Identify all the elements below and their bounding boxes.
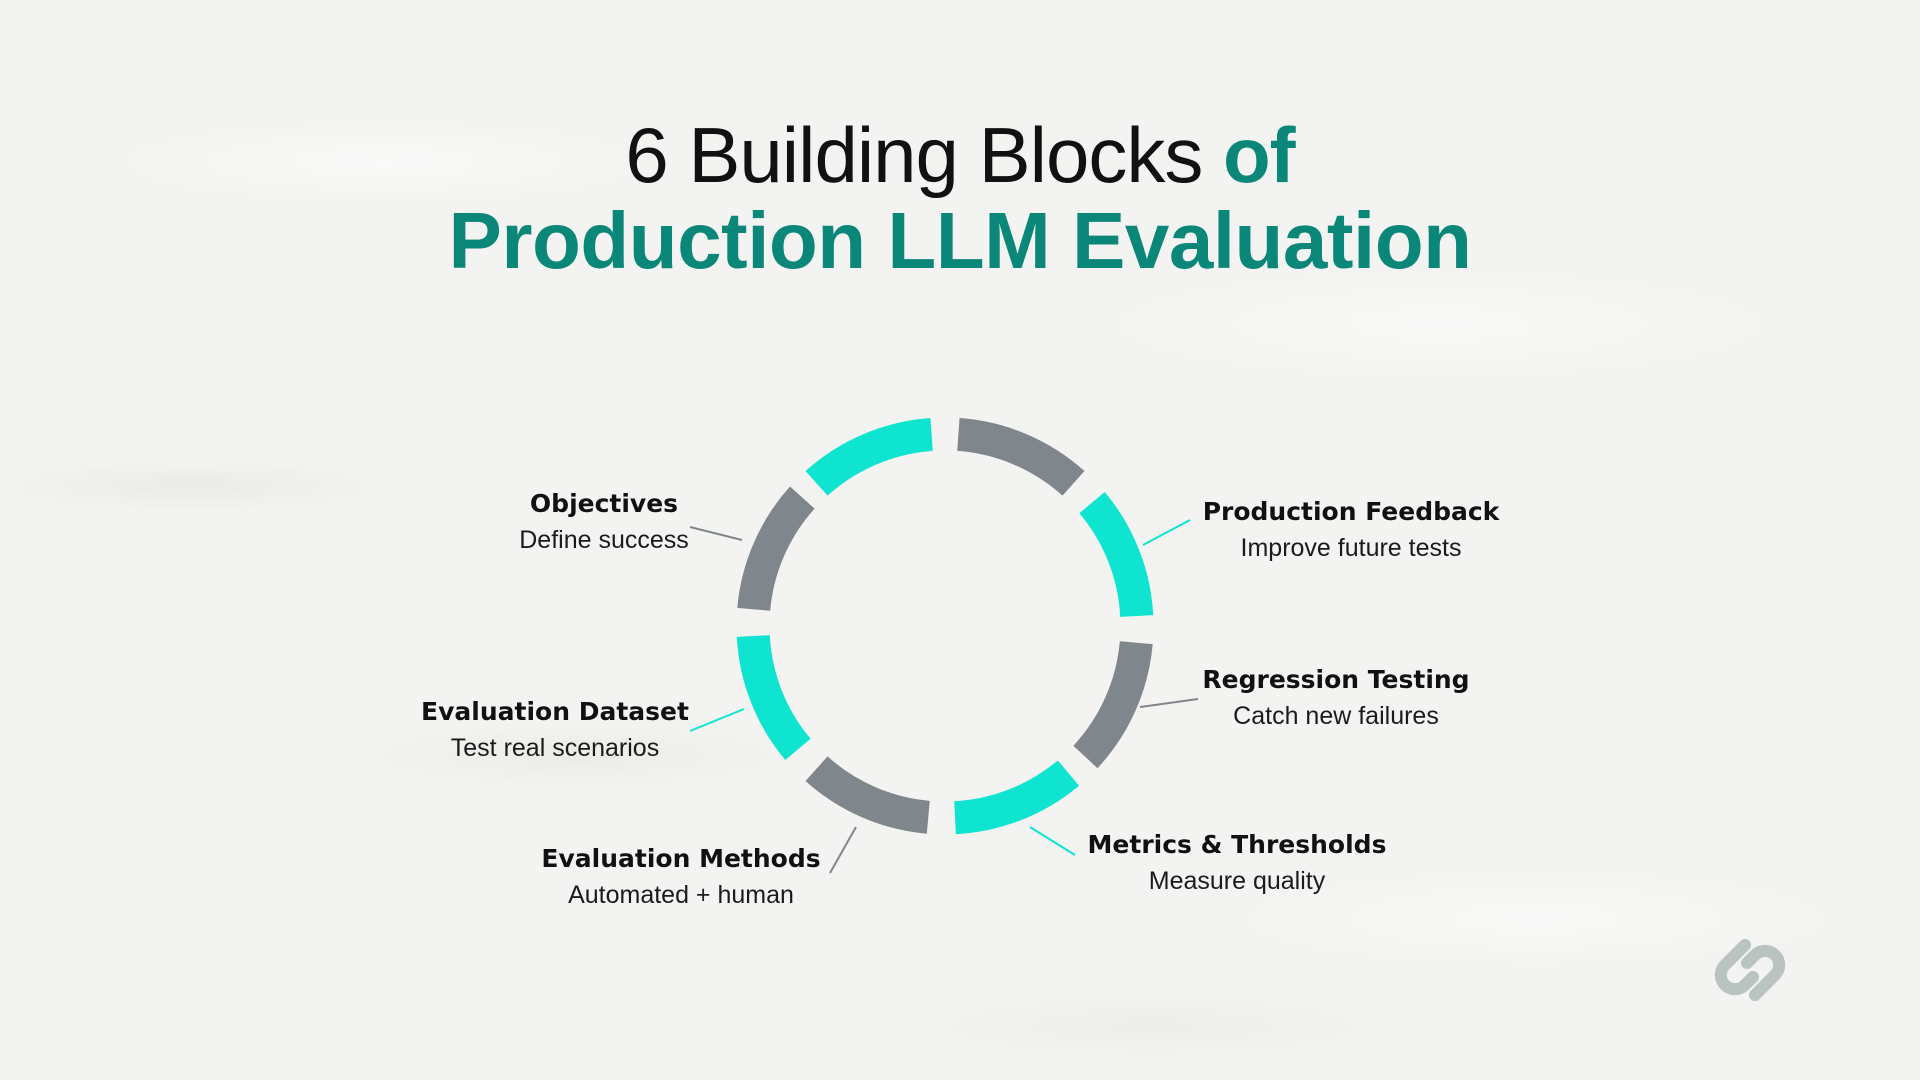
block-name: Production Feedback: [1202, 497, 1500, 526]
title-line-2: Production LLM Evaluation: [448, 196, 1472, 285]
ring-segment: [736, 634, 811, 761]
link-chain-icon: [1714, 939, 1786, 1001]
ring-segment: [805, 756, 931, 834]
block-name: Evaluation Dataset: [421, 697, 689, 726]
ring-segment: [1079, 491, 1154, 618]
ring-segment: [953, 760, 1080, 835]
leader-line-evaluation-dataset: [689, 708, 745, 732]
leader-line-production-feedback: [1142, 519, 1191, 546]
leader-line-regression-testing: [1139, 698, 1199, 708]
block-regression-testing: Regression Testing Catch new failures: [1186, 662, 1486, 734]
page-title: 6 Building Blocks of Production LLM Eval…: [0, 112, 1920, 284]
title-prefix: 6 Building Blocks: [625, 111, 1203, 199]
block-name: Metrics & Thresholds: [1087, 830, 1387, 859]
leader-line-objectives: [689, 526, 743, 541]
ring-segments: [736, 418, 1154, 835]
leader-line-evaluation-methods: [829, 826, 857, 874]
block-description: Automated + human: [568, 881, 794, 909]
block-name: Objectives: [529, 489, 679, 518]
block-description: Define success: [519, 526, 689, 554]
block-objectives: Objectives Define success: [474, 486, 734, 558]
block-metrics-thresholds: Metrics & Thresholds Measure quality: [1081, 827, 1393, 899]
title-accent: of: [1223, 111, 1296, 199]
ring-segment: [737, 486, 815, 612]
title-line-1: 6 Building Blocks of: [0, 112, 1920, 198]
ring-segment: [956, 418, 1085, 496]
block-description: Improve future tests: [1240, 534, 1462, 562]
block-description: Catch new failures: [1233, 702, 1439, 730]
block-evaluation-dataset: Evaluation Dataset Test real scenarios: [405, 694, 705, 766]
block-name: Evaluation Methods: [541, 844, 821, 873]
block-description: Measure quality: [1148, 867, 1326, 895]
block-name: Regression Testing: [1202, 665, 1470, 694]
block-production-feedback: Production Feedback Improve future tests: [1186, 494, 1516, 566]
block-description: Test real scenarios: [450, 734, 660, 762]
block-evaluation-methods: Evaluation Methods Automated + human: [531, 841, 831, 913]
ring-segment: [1073, 640, 1153, 769]
ring-segment: [805, 418, 934, 496]
leader-line-metrics: [1029, 826, 1076, 856]
